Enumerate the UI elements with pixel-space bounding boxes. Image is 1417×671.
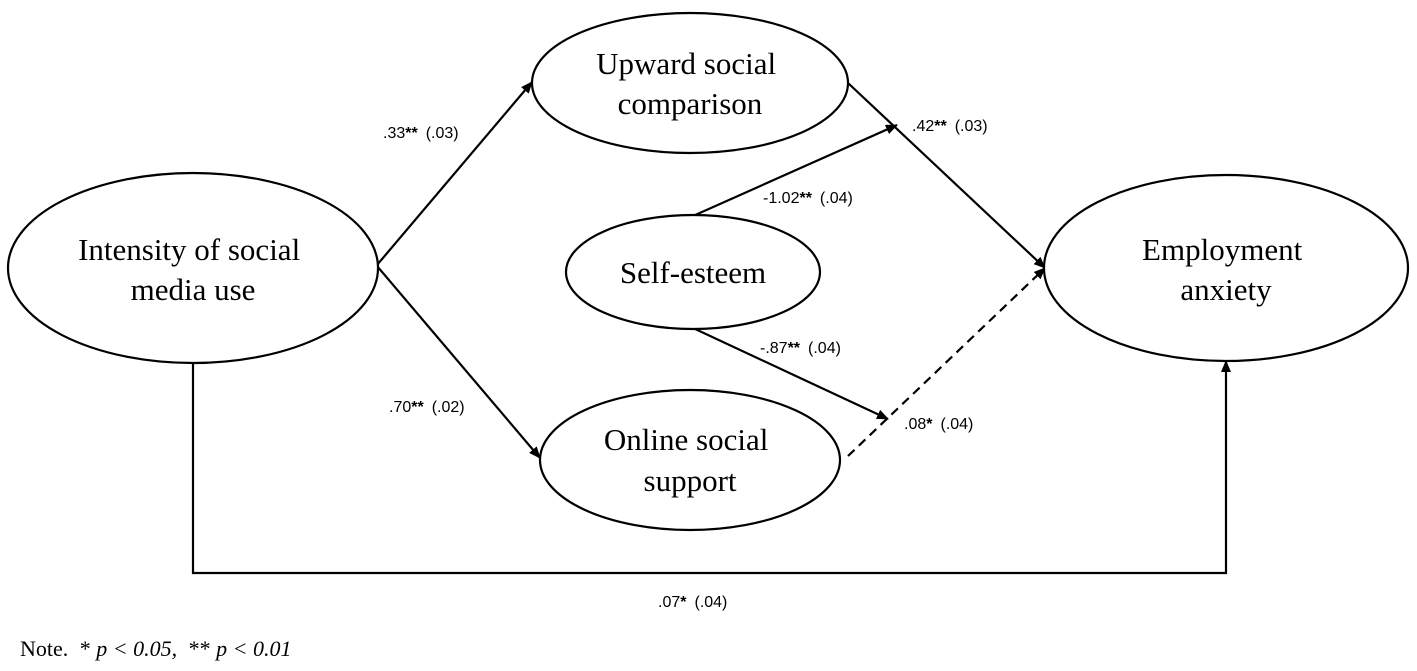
edge-selfesteem-moderation-upward (692, 123, 898, 218)
note-prefix: Note. (20, 636, 68, 661)
coef-online-employment-sig: * (926, 416, 933, 433)
coef-selfesteem-online-value: -.87 (760, 340, 788, 357)
edge-upward-to-employment (847, 82, 1046, 269)
node-self-esteem-label-line1: Self-esteem (620, 255, 766, 290)
node-intensity-of-social-media-use: Intensity of social media use (6, 171, 380, 365)
node-employment-label: Employment anxiety (1142, 232, 1310, 307)
note-sig2-text: p < 0.01 (214, 636, 291, 661)
node-online-shape (538, 388, 842, 532)
significance-note: Note. * p < 0.05, ** p < 0.01 (20, 636, 291, 661)
coef-online-employment-se: (.04) (940, 416, 973, 433)
coef-intensity-online-se: (.02) (432, 399, 465, 416)
node-employment-label-line2: anxiety (1180, 272, 1272, 307)
node-upward-shape (530, 11, 850, 155)
coef-selfesteem-online-se: (.04) (808, 340, 841, 357)
node-online-social-support: Online social support (538, 388, 842, 532)
coef-online-employment-value: .08 (904, 416, 926, 433)
coef-intensity-employment-sig: * (680, 594, 687, 611)
edge-online-to-employment (847, 267, 1046, 457)
coef-upward-employment-sig: ** (934, 118, 947, 135)
node-self-esteem-shape (564, 213, 822, 331)
edge-intensity-to-online (376, 265, 541, 459)
coef-intensity-employment-value: .07 (658, 594, 680, 611)
coef-intensity-employment: .07* (.04) (658, 594, 727, 611)
node-intensity-label: Intensity of social media use (78, 232, 308, 307)
coef-selfesteem-upward-se: (.04) (820, 190, 853, 207)
node-online-label-line2: support (644, 463, 737, 498)
edge-intensity-to-employment (191, 360, 1231, 575)
coef-upward-employment-value: .42 (912, 118, 934, 135)
coef-selfesteem-upward-sig: ** (799, 190, 812, 207)
node-employment-label-line1: Employment (1142, 232, 1303, 267)
node-online-label: Online social support (604, 422, 776, 498)
node-intensity-label-line1: Intensity of social (78, 232, 300, 267)
node-intensity-label-line2: media use (131, 272, 256, 307)
node-employment-shape (1042, 173, 1410, 363)
node-self-esteem: Self-esteem (564, 213, 822, 331)
coef-intensity-online-sig: ** (411, 399, 424, 416)
node-intensity-shape (6, 171, 380, 365)
coef-intensity-upward-value: .33 (383, 125, 405, 142)
coef-selfesteem-online: -.87** (.04) (760, 340, 841, 357)
coef-online-employment: .08* (.04) (904, 416, 973, 433)
note-sig1-stars: * (80, 636, 91, 661)
coef-intensity-upward: .33** (.03) (383, 125, 459, 142)
node-self-esteem-label: Self-esteem (620, 255, 766, 290)
coef-intensity-online-value: .70 (389, 399, 411, 416)
coef-selfesteem-online-sig: ** (788, 340, 801, 357)
coef-selfesteem-upward-value: -1.02 (763, 190, 800, 207)
node-online-label-line1: Online social (604, 422, 768, 457)
node-upward-label-line2: comparison (618, 86, 763, 121)
node-upward-social-comparison: Upward social comparison (530, 11, 850, 155)
note-sig2-stars: ** (189, 636, 211, 661)
coef-upward-employment: .42** (.03) (912, 118, 988, 135)
coef-intensity-employment-se: (.04) (694, 594, 727, 611)
coef-selfesteem-upward: -1.02** (.04) (763, 190, 853, 207)
coef-intensity-upward-se: (.03) (426, 125, 459, 142)
edge-intensity-to-upward (376, 81, 533, 266)
coef-upward-employment-se: (.03) (955, 118, 988, 135)
note-sig1-text: p < 0.05, (94, 636, 177, 661)
node-upward-label: Upward social comparison (596, 46, 784, 121)
node-upward-label-line1: Upward social (596, 46, 776, 81)
edge-selfesteem-moderation-online (692, 327, 889, 420)
coef-intensity-upward-sig: ** (405, 125, 418, 142)
node-employment-anxiety: Employment anxiety (1042, 173, 1410, 363)
coef-intensity-online: .70** (.02) (389, 399, 465, 416)
